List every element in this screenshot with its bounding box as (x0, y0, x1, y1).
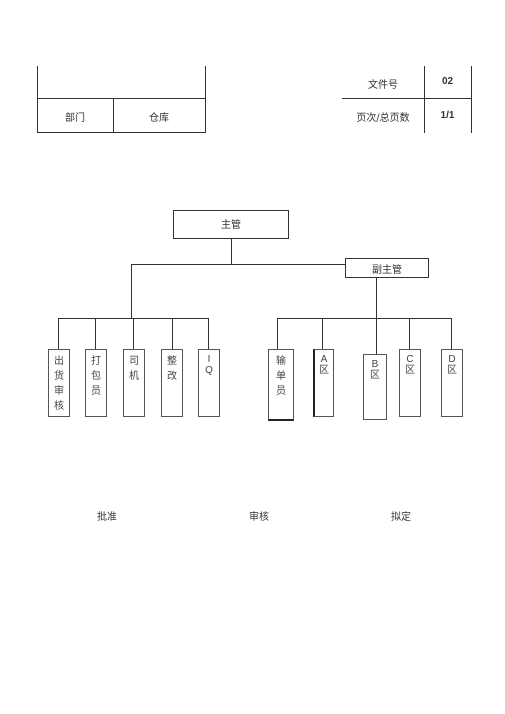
table-border (205, 66, 206, 133)
connector (376, 318, 377, 354)
table-border (37, 66, 38, 133)
table-border (113, 98, 114, 133)
review-label: 审核 (249, 512, 269, 523)
connector (58, 318, 59, 349)
connector (322, 318, 323, 349)
unit-box: 整改 (161, 349, 183, 417)
unit-label: 司机 (129, 356, 139, 382)
unit-label: 打包员 (91, 356, 101, 397)
unit-label: C区 (405, 354, 415, 376)
connector (172, 318, 173, 349)
unit-box: D区 (441, 349, 463, 417)
page-label: 页次/总页数 (356, 113, 410, 124)
unit-box: 输单员 (268, 349, 294, 421)
unit-label: 输单员 (276, 356, 286, 397)
connector (277, 318, 451, 319)
unit-label: 出货审核 (54, 356, 64, 412)
doc-no-value: 02 (441, 76, 454, 87)
connector (133, 318, 134, 349)
unit-box: IQ (198, 349, 220, 417)
connector (131, 264, 132, 318)
page-value: 1/1 (440, 110, 455, 121)
table-border (37, 98, 205, 99)
table-border (471, 66, 472, 133)
connector (95, 318, 96, 349)
dept-label: 部门 (65, 113, 85, 124)
table-border (37, 132, 205, 133)
dept-value: 仓库 (149, 113, 169, 124)
connector (376, 278, 377, 318)
connector (231, 239, 232, 264)
unit-label: 整改 (167, 356, 177, 382)
deputy-box (345, 258, 429, 278)
connector (277, 318, 278, 349)
connector (131, 264, 345, 265)
doc-no-label: 文件号 (368, 80, 398, 91)
connector (208, 318, 209, 349)
unit-label: D区 (447, 354, 457, 376)
unit-label: IQ (205, 354, 213, 376)
table-border (424, 66, 425, 133)
unit-box: C区 (399, 349, 421, 417)
unit-box: 打包员 (85, 349, 107, 417)
approve-label: 批准 (97, 512, 117, 523)
unit-box: 出货审核 (48, 349, 70, 417)
top-manager-label: 主管 (221, 220, 241, 231)
connector (409, 318, 410, 349)
deputy-label: 副主管 (372, 265, 402, 276)
unit-box: B区 (363, 354, 387, 420)
unit-box: 司机 (123, 349, 145, 417)
draft-label: 拟定 (391, 512, 411, 523)
unit-label: B区 (370, 359, 380, 381)
unit-box: A区 (313, 349, 334, 417)
unit-label: A区 (319, 354, 329, 376)
table-border (342, 98, 471, 99)
top-manager-box (173, 210, 289, 239)
connector (451, 318, 452, 349)
